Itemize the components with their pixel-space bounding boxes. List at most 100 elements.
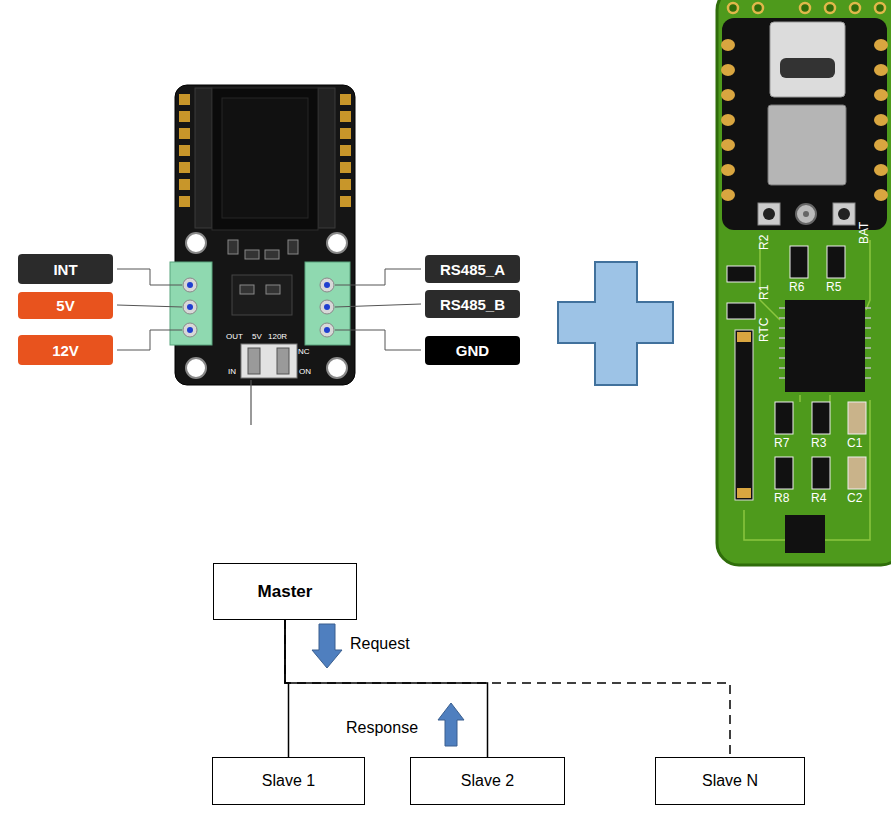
mcu-module bbox=[838, 208, 850, 220]
mcu-module bbox=[874, 89, 888, 101]
header-pins bbox=[179, 196, 190, 207]
interface-board bbox=[195, 88, 212, 228]
smd-parts bbox=[228, 240, 238, 254]
header-pins bbox=[179, 162, 190, 173]
request-arrow bbox=[312, 624, 342, 668]
smd-parts bbox=[265, 250, 279, 259]
header-pins bbox=[340, 94, 351, 105]
header-pins bbox=[179, 145, 190, 156]
pcb-board bbox=[825, 400, 870, 540]
silkscreen-label: R8 bbox=[774, 492, 789, 505]
terminal-screw bbox=[324, 327, 330, 333]
pin-label: GND bbox=[425, 336, 520, 365]
terminal-block bbox=[305, 262, 350, 345]
rtc-chip bbox=[785, 300, 865, 392]
node-text: RS485_A bbox=[440, 261, 505, 278]
slave-box: Slave 2 bbox=[410, 757, 565, 805]
smd-parts bbox=[288, 240, 298, 254]
top-pin-holes bbox=[825, 3, 835, 13]
mcu-module bbox=[874, 114, 888, 126]
terminal-block bbox=[170, 262, 350, 345]
terminal-screw bbox=[324, 282, 330, 288]
mcu-module bbox=[763, 208, 775, 220]
rtc-chip bbox=[779, 337, 785, 339]
mcu-module bbox=[721, 164, 735, 176]
terminal-screw bbox=[320, 278, 334, 292]
mcu-module bbox=[721, 189, 735, 201]
top-pin-holes bbox=[850, 3, 860, 13]
rtc-chip bbox=[779, 347, 785, 349]
node-text: Master bbox=[258, 582, 313, 602]
mounting-hole bbox=[327, 233, 347, 253]
smd-parts bbox=[266, 285, 280, 294]
plus-sign bbox=[558, 262, 673, 385]
terminal-screw bbox=[187, 282, 193, 288]
header-pins bbox=[179, 111, 190, 122]
pcb-board bbox=[760, 240, 780, 320]
response-arrow bbox=[438, 703, 464, 746]
slave-box: Slave 1 bbox=[212, 757, 365, 805]
interface-board bbox=[318, 88, 335, 228]
pcb-board bbox=[829, 395, 831, 402]
crystal-part bbox=[735, 330, 753, 500]
silkscreen-label: OUT bbox=[226, 333, 243, 342]
rtc-chip bbox=[865, 347, 871, 349]
header-pins bbox=[340, 196, 351, 207]
bus-line bbox=[285, 620, 488, 757]
node-text: Slave 1 bbox=[262, 772, 315, 790]
mcu-module bbox=[758, 203, 780, 225]
crystal-part bbox=[737, 488, 751, 498]
pin-label: INT bbox=[18, 254, 113, 284]
leader-line bbox=[335, 330, 421, 350]
rtc-chip bbox=[865, 307, 871, 309]
terminal-screw bbox=[320, 300, 334, 314]
top-pin-holes bbox=[800, 3, 810, 13]
rtc-chip bbox=[779, 377, 785, 379]
interface-board bbox=[212, 88, 318, 230]
mcu-module bbox=[721, 39, 888, 201]
leader-line bbox=[117, 305, 182, 307]
resistor-symbol bbox=[812, 402, 830, 434]
silkscreen-label: R4 bbox=[811, 492, 826, 505]
mounting-hole bbox=[186, 358, 206, 378]
silkscreen-label: ON bbox=[299, 368, 311, 377]
terminal-screw bbox=[324, 304, 330, 310]
mcu-module bbox=[833, 203, 855, 225]
node-text: GND bbox=[456, 342, 489, 359]
silkscreen-label: R1 bbox=[758, 285, 771, 300]
small-ic bbox=[785, 515, 825, 553]
response-arrow bbox=[438, 703, 464, 746]
mcu-module bbox=[721, 89, 735, 101]
interface-board bbox=[222, 98, 308, 218]
header-pins bbox=[340, 111, 351, 122]
silkscreen-label: 5V bbox=[252, 333, 262, 342]
mcu-module bbox=[768, 105, 846, 185]
resistor-symbol bbox=[790, 246, 808, 278]
top-pin-holes bbox=[728, 3, 885, 13]
resistor-symbol bbox=[775, 402, 793, 434]
node-text: INT bbox=[53, 261, 77, 278]
request-arrow bbox=[312, 624, 342, 668]
pcb-board bbox=[799, 395, 801, 402]
pin-label: RS485_B bbox=[425, 290, 520, 318]
plus-sign bbox=[558, 262, 673, 385]
mounting-hole bbox=[186, 233, 206, 253]
terminal-screw bbox=[183, 278, 334, 337]
rtc-chip bbox=[865, 337, 871, 339]
silkscreen-label: R6 bbox=[789, 281, 804, 294]
rtc-chip bbox=[865, 317, 871, 319]
dip-switch bbox=[250, 380, 251, 425]
mcu-module bbox=[874, 139, 888, 151]
silkscreen-label: 120R bbox=[268, 333, 287, 342]
top-pin-holes bbox=[753, 3, 763, 13]
mcu-module bbox=[780, 58, 835, 78]
rtc-chip bbox=[779, 327, 785, 329]
dip-switch bbox=[277, 348, 289, 374]
arrow-label: Response bbox=[346, 719, 418, 737]
mcu-module bbox=[721, 18, 888, 230]
silkscreen-label: C1 bbox=[847, 437, 862, 450]
mcu-module bbox=[874, 189, 888, 201]
silkscreen-label: R3 bbox=[811, 437, 826, 450]
